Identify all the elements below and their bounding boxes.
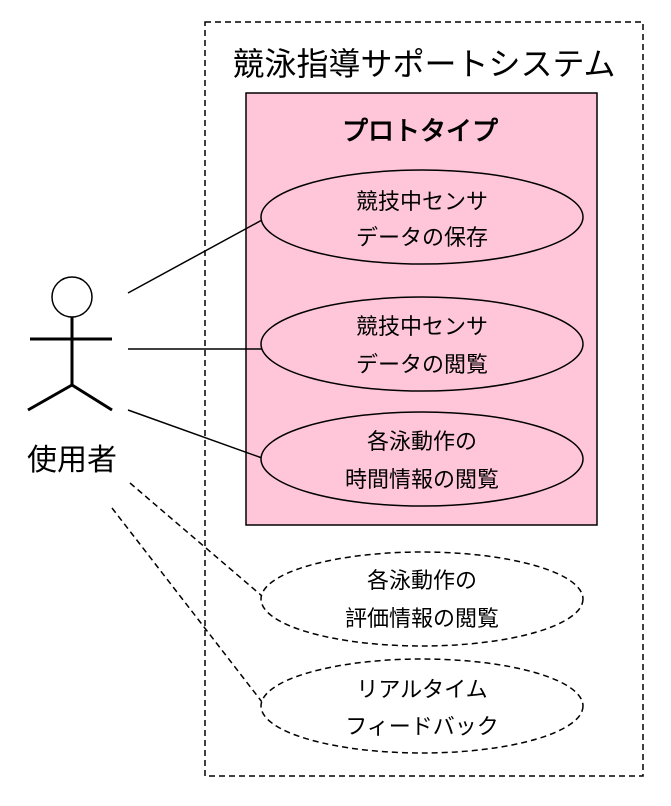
actor-label: 使用者 <box>27 443 117 478</box>
actor-right-leg <box>71 383 113 412</box>
prototype-title: プロトタイプ <box>342 117 499 147</box>
actor-head <box>51 276 93 318</box>
association-line-3 <box>127 409 263 459</box>
use-case-sensor-data-save: 競技中センサ データの保存 <box>260 169 584 265</box>
use-case-stroke-time-view: 各泳動作の 時間情報の閲覧 <box>260 411 584 507</box>
use-case-label-line1: 各泳動作の <box>367 569 477 594</box>
association-line-4 <box>129 482 263 597</box>
association-line-1 <box>127 219 263 294</box>
use-case-ellipse <box>260 551 584 647</box>
use-case-label-line1: リアルタイム <box>356 678 487 703</box>
system-title: 競泳指導サポートシステム <box>232 45 615 83</box>
use-case-label-line2: データの閲覧 <box>356 353 488 378</box>
use-case-ellipse <box>260 658 584 754</box>
use-case-label-line2: 時間情報の閲覧 <box>345 468 499 493</box>
use-case-label-line1: 各泳動作の <box>367 430 477 455</box>
use-case-ellipse <box>260 411 584 507</box>
use-case-label-line1: 競技中センサ <box>356 315 488 340</box>
use-case-label-line1: 競技中センサ <box>356 190 488 215</box>
use-case-realtime-feedback: リアルタイム フィードバック <box>260 658 584 754</box>
system-boundary <box>204 21 644 777</box>
use-case-ellipse <box>260 169 584 265</box>
use-case-stroke-evaluation-view: 各泳動作の 評価情報の閲覧 <box>260 551 584 647</box>
association-line-5 <box>111 507 263 703</box>
use-case-label-line2: データの保存 <box>356 226 488 251</box>
actor-left-leg <box>27 383 73 412</box>
use-case-sensor-data-view: 競技中センサ データの閲覧 <box>260 296 584 392</box>
use-case-label-line2: 評価情報の閲覧 <box>345 607 499 632</box>
actor-stick-figure-icon <box>27 276 113 412</box>
use-case-ellipse <box>260 296 584 392</box>
use-case-label-line2: フィードバック <box>345 715 499 740</box>
